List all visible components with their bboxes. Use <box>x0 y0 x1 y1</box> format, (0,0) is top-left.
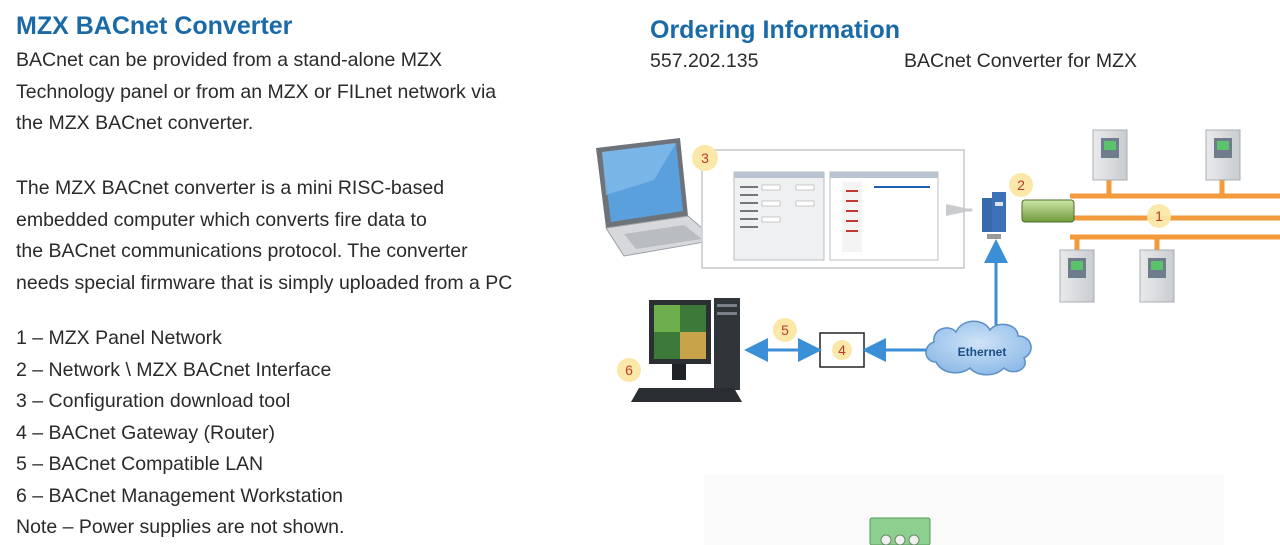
bacnet-converter-device <box>982 192 1006 239</box>
description-paragraph: The MZX BACnet converter is a mini RISC-… <box>16 173 512 299</box>
marker-4-label: 4 <box>838 342 846 358</box>
laptop-icon <box>596 138 718 257</box>
legend-note: Note – Power supplies are not shown. <box>16 516 345 538</box>
order-description: BACnet Converter for MZX <box>904 50 1137 72</box>
power-supply-unit <box>1021 199 1075 223</box>
legend-item: 5 – BACnet Compatible LAN <box>16 453 264 475</box>
marker-5-label: 5 <box>781 322 789 338</box>
description-line: The MZX BACnet converter is a mini RISC-… <box>16 177 445 199</box>
order-row: 557.202.135 <box>650 48 758 74</box>
marker-6: 6 <box>617 358 641 382</box>
legend-item: 3 – Configuration download tool <box>16 390 291 412</box>
fire-panel-icon <box>1092 129 1128 181</box>
intro-line: BACnet can be provided from a stand-alon… <box>16 49 442 71</box>
workstation-icon <box>631 298 742 402</box>
description-line: embedded computer which converts fire da… <box>16 208 427 231</box>
marker-3: 3 <box>692 145 718 171</box>
cloud-label: Ethernet <box>958 345 1007 359</box>
description-line: the BACnet communications protocol. The … <box>16 240 468 262</box>
fire-panel-icon <box>1139 249 1175 303</box>
section-title-ordering-information: Ordering Information <box>650 16 900 44</box>
config-screenshot <box>701 149 965 269</box>
legend-item: 6 – BACnet Management Workstation <box>16 484 343 507</box>
legend-item: 4 – BACnet Gateway (Router) <box>16 421 276 444</box>
fire-panel-icon <box>1205 129 1241 181</box>
section-title-mzx-bacnet-converter: MZX BACnet Converter <box>16 12 293 40</box>
diagram-legend: 1 – MZX Panel Network 2 – Network \ MZX … <box>16 323 344 544</box>
intro-line: Technology panel or from an MZX or FILne… <box>16 80 497 103</box>
left-column: MZX BACnet Converter BACnet can be provi… <box>0 0 584 545</box>
terminal-block-icon <box>869 517 931 545</box>
fire-panel-icon <box>1059 249 1095 303</box>
lan-connections <box>744 239 1008 362</box>
ethernet-cloud-icon: Ethernet <box>925 320 1032 376</box>
intro-line: the MZX BACnet converter. <box>16 112 254 134</box>
order-code: 557.202.135 <box>650 50 759 72</box>
marker-3-label: 3 <box>701 150 709 166</box>
marker-1-label: 1 <box>1155 208 1163 224</box>
legend-item: 2 – Network \ MZX BACnet Interface <box>16 358 332 381</box>
marker-2-label: 2 <box>1017 177 1025 193</box>
legend-item: 1 – MZX Panel Network <box>16 327 222 349</box>
network-diagram: Ethernet 1 2 3 4 5 6 <box>596 129 1280 545</box>
intro-paragraph: BACnet can be provided from a stand-alon… <box>16 45 496 140</box>
marker-5: 5 <box>773 318 797 342</box>
marker-6-label: 6 <box>625 362 633 378</box>
marker-2: 2 <box>1009 173 1033 197</box>
description-line: needs special firmware that is simply up… <box>16 271 513 294</box>
faded-background-graphic <box>704 475 1224 545</box>
marker-4: 4 <box>832 340 852 360</box>
marker-1: 1 <box>1147 204 1171 228</box>
